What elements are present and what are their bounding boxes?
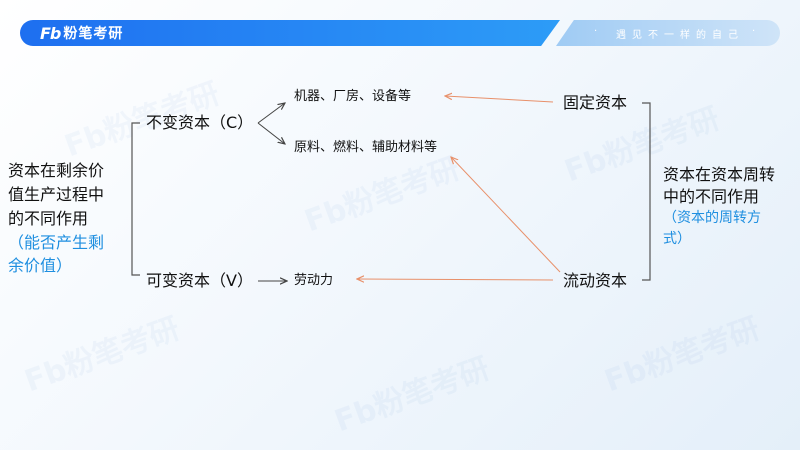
right-root-line-1: 资本在资本周转 xyxy=(663,165,776,184)
circulating-capital-label: 流动资本 xyxy=(563,271,628,290)
left-root-line-1: 资本在剩余价 xyxy=(8,161,105,180)
slogan-dot-right: · xyxy=(752,26,756,37)
left-root-note-line-2: 余价值） xyxy=(8,256,73,275)
left-root-note-line-1: （能否产生剩 xyxy=(8,233,105,252)
constant-capital-label: 不变资本（C） xyxy=(146,113,254,132)
header-banner: · 遇见不一样的自己 · Fb 粉笔考研 xyxy=(20,20,780,46)
arrow-circulating-to-materials xyxy=(451,157,561,273)
slogan-dot-left: · xyxy=(594,26,598,37)
right-root-note-line-1: （资本的周转方 xyxy=(663,210,761,226)
logo-text: 粉笔考研 xyxy=(63,26,124,42)
fixed-capital-label: 固定资本 xyxy=(563,93,628,112)
right-root-note-line-2: 式） xyxy=(663,231,691,247)
brand-logo: Fb 粉笔考研 xyxy=(40,23,123,43)
machines-item: 机器、厂房、设备等 xyxy=(294,89,412,104)
arrow-to-materials xyxy=(257,122,285,144)
labor-item: 劳动力 xyxy=(294,273,334,288)
left-root-line-2: 值生产过程中 xyxy=(8,185,105,204)
logo-mark: Fb xyxy=(40,23,61,43)
right-root-line-2: 中的不同作用 xyxy=(663,187,760,206)
left-bracket xyxy=(131,122,140,276)
right-bracket xyxy=(642,102,651,281)
materials-item: 原料、燃料、辅助材料等 xyxy=(294,140,438,155)
variable-capital-label: 可变资本（V） xyxy=(146,271,253,290)
arrow-circulating-to-labor xyxy=(357,279,554,280)
arrow-to-machines xyxy=(257,103,285,124)
slogan: 遇见不一样的自己 xyxy=(616,30,744,41)
left-root-line-3: 的不同作用 xyxy=(8,209,89,228)
header-banner-secondary: · 遇见不一样的自己 · xyxy=(556,20,780,46)
header-banner-primary xyxy=(20,20,560,46)
arrow-fixed-to-machines xyxy=(445,96,554,103)
